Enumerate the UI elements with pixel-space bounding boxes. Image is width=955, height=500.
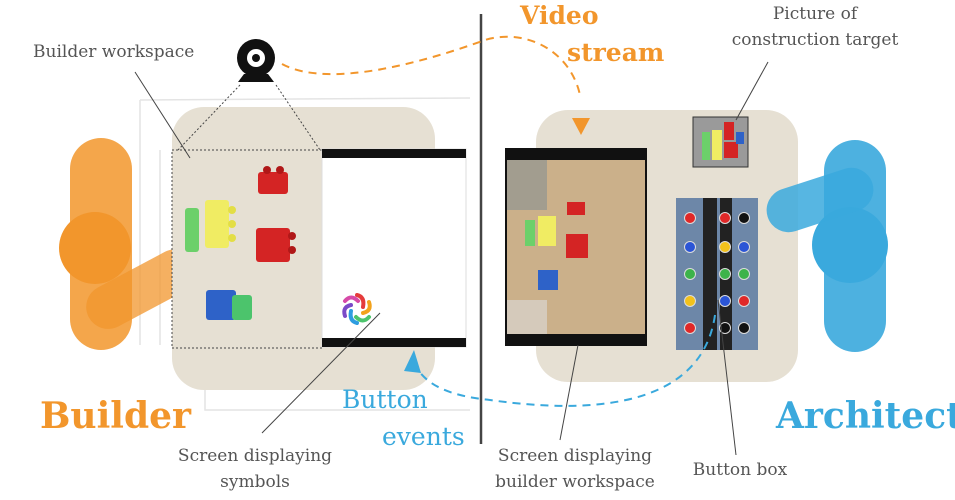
label-button-events-line1: Button xyxy=(342,385,428,414)
label-screen-symbols-line1: Screen displaying xyxy=(177,446,333,466)
label-screen-symbols-line2: symbols xyxy=(220,472,290,492)
builder-figure xyxy=(59,138,198,350)
workspace-screen xyxy=(505,148,647,346)
box-button xyxy=(738,268,750,280)
box-button xyxy=(684,268,696,280)
label-builder-workspace: Builder workspace xyxy=(33,42,195,62)
label-screen-workspace-line1: Screen displaying xyxy=(497,446,653,466)
label-target-line2: construction target xyxy=(731,30,899,50)
label-architect: Architect xyxy=(776,395,955,437)
label-builder: Builder xyxy=(40,395,191,437)
brick-green xyxy=(185,208,199,252)
label-screen-workspace-line2: builder workspace xyxy=(495,472,655,492)
builder-room xyxy=(59,39,471,411)
leader-lines xyxy=(134,61,769,456)
box-button xyxy=(738,295,750,307)
brick-red-large xyxy=(256,228,296,262)
architect-figure xyxy=(766,140,888,352)
box-button xyxy=(719,212,731,224)
label-button-events-line2: events xyxy=(382,422,465,451)
label-video-line2: stream xyxy=(567,38,665,67)
box-button xyxy=(684,295,696,307)
webcam-icon xyxy=(237,39,275,82)
target-picture xyxy=(692,116,749,168)
label-video-line1: Video xyxy=(520,1,599,30)
architect-room xyxy=(505,110,888,382)
box-button xyxy=(719,295,731,307)
box-button xyxy=(719,241,731,253)
brick-yellow xyxy=(205,200,236,248)
symbol-flower-icon xyxy=(342,293,372,325)
brick-blue-green xyxy=(206,290,252,320)
button-events-arrowhead xyxy=(404,350,421,373)
box-button xyxy=(738,241,750,253)
builder-bricks xyxy=(185,166,296,320)
box-button xyxy=(719,268,731,280)
button-box-buttons xyxy=(684,212,750,334)
box-button xyxy=(684,241,696,253)
box-button xyxy=(719,322,731,334)
brick-red-small xyxy=(258,166,288,194)
video-stream-arrowhead xyxy=(572,118,590,135)
box-button xyxy=(738,212,750,224)
symbols-screen xyxy=(321,148,467,348)
video-stream-arrow xyxy=(281,35,581,96)
box-button xyxy=(684,322,696,334)
label-button-box: Button box xyxy=(692,460,788,480)
box-button xyxy=(738,322,750,334)
label-target-line1: Picture of xyxy=(772,4,858,24)
box-button xyxy=(684,212,696,224)
button-events-arrow xyxy=(411,314,716,407)
